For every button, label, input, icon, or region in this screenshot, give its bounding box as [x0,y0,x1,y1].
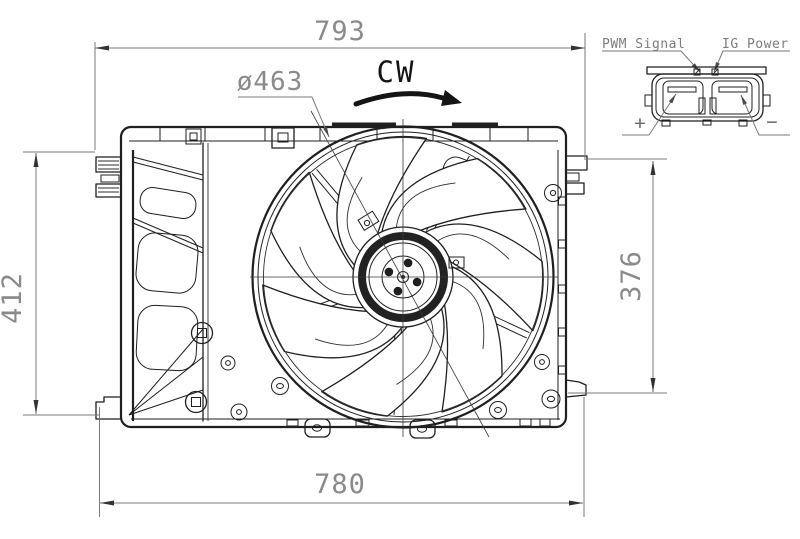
cw-arrowhead [441,90,462,106]
dimension-right-height: 376 [568,158,667,394]
negative-label: − [766,111,777,133]
terminal-negative [718,86,748,93]
dim-right-height-value: 376 [616,250,647,302]
positive-label: + [634,112,645,134]
dimension-bottom-width: 780 [99,397,585,517]
fan-diameter-value: ø463 [237,67,304,97]
left-mount-bracket [95,156,122,198]
dim-left-height-value: 412 [0,272,28,324]
top-seal-bar [332,122,396,127]
left-rib-panel [128,142,209,422]
bottom-left-tab [95,396,122,420]
motor-clamps [357,210,465,269]
dim-top-width-value: 793 [314,16,366,47]
connector-pins [693,68,719,76]
right-edge-clips [558,196,567,375]
dimension-top-width: 793 [94,16,586,160]
pwm-signal-label: PWM_Signal [602,37,685,52]
bottom-right-tab [565,379,587,398]
fan-assembly [248,111,571,440]
top-clips [185,127,295,149]
terminal-positive [667,86,697,93]
connector-detail: PWM_Signal IG_Power + [602,37,790,136]
dim-bottom-width-value: 780 [314,469,366,500]
dimension-left-height: 412 [0,151,100,416]
rotation-direction: CW [353,55,462,107]
cw-arc-arrow [353,91,446,107]
right-mount-bracket [565,155,588,195]
connector-housing [644,66,771,127]
fan-shroud [95,122,588,439]
rotation-direction-label: CW [377,55,416,89]
center-lines [250,110,558,438]
fan-diameter-callout: ø463 [237,67,330,138]
top-seal-bar [452,122,498,127]
ig-power-label: IG_Power [722,37,789,52]
